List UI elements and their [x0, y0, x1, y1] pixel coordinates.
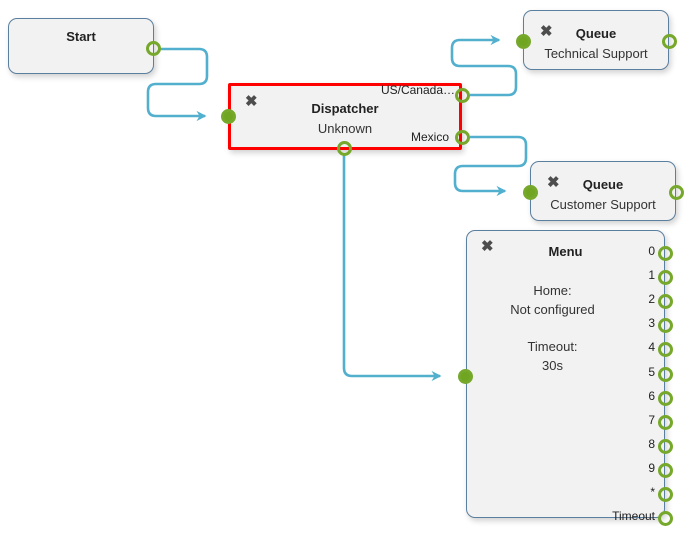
port-menu-output-2[interactable] — [658, 294, 673, 309]
node-start-title: Start — [66, 29, 96, 44]
close-icon[interactable]: ✖ — [540, 23, 553, 40]
port-menu-output-7[interactable] — [658, 415, 673, 430]
menu-port-label-7: 7 — [648, 413, 655, 427]
port-queue-technical-input[interactable] — [516, 34, 531, 49]
menu-port-label-6: 6 — [648, 389, 655, 403]
menu-port-label-0: 0 — [648, 244, 655, 258]
menu-timeout-value: 30s — [542, 358, 563, 373]
menu-port-label-2: 2 — [648, 292, 655, 306]
menu-port-label-5: 5 — [648, 365, 655, 379]
port-start-output[interactable] — [146, 41, 161, 56]
edge-dispatcher-to-menu — [342, 155, 442, 382]
node-queue-customer-support[interactable]: ✖ Queue Customer Support — [530, 161, 676, 221]
port-menu-input[interactable] — [458, 369, 473, 384]
node-dispatcher-subtitle: Unknown — [317, 121, 373, 136]
node-dispatcher[interactable]: ✖ Dispatcher Unknown — [228, 83, 462, 150]
port-queue-technical-output[interactable] — [662, 34, 677, 49]
port-label-uscanada: US/Canada… — [380, 83, 455, 97]
close-icon[interactable]: ✖ — [481, 238, 494, 255]
port-queue-customer-output[interactable] — [669, 185, 684, 200]
node-queue-customer-subtitle: Customer Support — [550, 197, 656, 212]
port-menu-output-3[interactable] — [658, 318, 673, 333]
menu-port-label-9: 9 — [648, 461, 655, 475]
menu-timeout-label: Timeout: — [527, 339, 578, 354]
port-menu-output-star[interactable] — [658, 487, 673, 502]
close-icon[interactable]: ✖ — [245, 93, 258, 110]
node-dispatcher-title: Dispatcher — [311, 101, 379, 116]
node-start[interactable]: Start — [8, 18, 154, 74]
port-menu-output-4[interactable] — [658, 342, 673, 357]
menu-port-label-star: * — [650, 485, 655, 499]
port-menu-output-8[interactable] — [658, 439, 673, 454]
port-label-mexico: Mexico — [410, 130, 449, 144]
port-dispatcher-input[interactable] — [221, 109, 236, 124]
menu-port-label-8: 8 — [648, 437, 655, 451]
node-menu-body: Home: Not configured Timeout: 30s — [467, 281, 638, 375]
node-queue-technical-support[interactable]: ✖ Queue Technical Support — [523, 10, 669, 70]
node-queue-customer-title: Queue — [582, 177, 624, 192]
port-menu-output-6[interactable] — [658, 391, 673, 406]
edge-mexico-to-queue-customer — [453, 135, 528, 197]
node-queue-technical-subtitle: Technical Support — [544, 46, 648, 61]
menu-port-label-1: 1 — [648, 268, 655, 282]
port-menu-output-1[interactable] — [658, 270, 673, 285]
menu-home-value: Not configured — [510, 302, 595, 317]
menu-port-label-timeout: Timeout — [612, 509, 655, 523]
menu-port-label-4: 4 — [648, 340, 655, 354]
menu-home-label: Home: — [533, 283, 572, 298]
port-menu-output-0[interactable] — [658, 246, 673, 261]
node-menu-title: Menu — [548, 244, 583, 259]
port-menu-output-timeout[interactable] — [658, 511, 673, 526]
port-menu-output-5[interactable] — [658, 367, 673, 382]
close-icon[interactable]: ✖ — [547, 174, 560, 191]
port-queue-customer-input[interactable] — [523, 185, 538, 200]
port-dispatcher-output-bottom[interactable] — [337, 141, 352, 156]
port-menu-output-9[interactable] — [658, 463, 673, 478]
port-dispatcher-output-uscanada[interactable] — [455, 88, 470, 103]
node-queue-technical-title: Queue — [575, 26, 617, 41]
edge-start-to-dispatcher — [146, 47, 209, 122]
menu-port-label-3: 3 — [648, 316, 655, 330]
port-dispatcher-output-mexico[interactable] — [455, 130, 470, 145]
